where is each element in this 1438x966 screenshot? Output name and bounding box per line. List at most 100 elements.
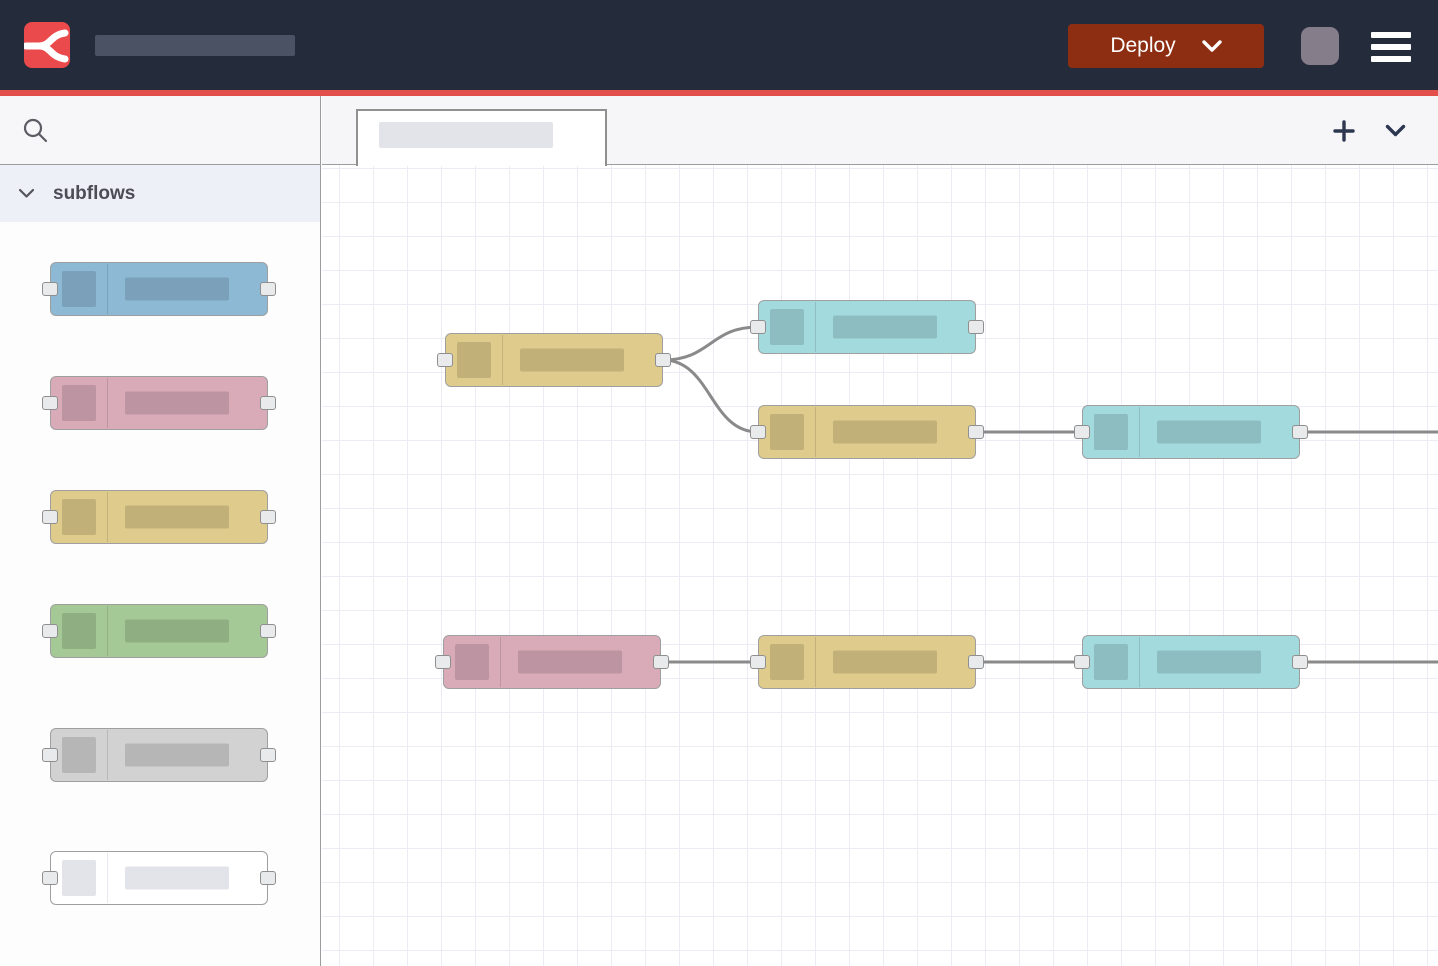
node-port-output[interactable] [260, 510, 276, 524]
palette-item-list [0, 222, 320, 966]
workspace-title-placeholder [95, 35, 295, 56]
node-icon-divider [107, 606, 108, 656]
node-port-input[interactable] [437, 353, 453, 367]
node-icon-placeholder [770, 644, 804, 680]
palette-section-subflows[interactable]: subflows [0, 165, 320, 222]
wire-layer [659, 325, 1438, 664]
node-icon-placeholder [1094, 644, 1128, 680]
deploy-button[interactable]: Deploy [1068, 24, 1264, 68]
node-icon-placeholder [457, 342, 491, 378]
node-port-input[interactable] [750, 655, 766, 669]
main-menu-button[interactable] [1371, 28, 1411, 66]
node-label-placeholder [125, 619, 229, 643]
node-icon-placeholder [62, 499, 96, 535]
node-icon-divider [107, 730, 108, 780]
flow-node-n5[interactable] [435, 635, 669, 689]
node-port-output[interactable] [260, 624, 276, 638]
flow-list-button[interactable] [1383, 122, 1408, 140]
node-icon-divider [107, 378, 108, 428]
node-port-output[interactable] [655, 353, 671, 367]
hamburger-menu-icon [1371, 56, 1411, 62]
plus-icon [1333, 119, 1355, 142]
hamburger-menu-icon [1371, 32, 1411, 38]
node-port-output[interactable] [1292, 655, 1308, 669]
deploy-label: Deploy [1110, 34, 1176, 57]
node-port-output[interactable] [260, 396, 276, 410]
flow-node-n2[interactable] [750, 300, 984, 354]
node-port-output[interactable] [260, 282, 276, 296]
node-port-input[interactable] [750, 320, 766, 334]
node-red-logo-icon [24, 29, 69, 63]
node-label-placeholder [1157, 650, 1261, 674]
node-icon-divider [815, 302, 816, 352]
node-port-input[interactable] [435, 655, 451, 669]
node-icon-placeholder [770, 414, 804, 450]
flow-node-n1[interactable] [437, 333, 671, 387]
node-icon-placeholder [62, 737, 96, 773]
subflow-node-gray[interactable] [42, 728, 276, 782]
node-icon-divider [500, 637, 501, 687]
flow-node-n4[interactable] [1074, 405, 1308, 459]
node-label-placeholder [833, 650, 937, 674]
node-port-output[interactable] [1292, 425, 1308, 439]
add-flow-button[interactable] [1331, 118, 1357, 144]
node-port-output[interactable] [968, 655, 984, 669]
subflow-node-white[interactable] [42, 851, 276, 905]
chevron-down-icon [1385, 124, 1406, 136]
subflow-node-blue[interactable] [42, 262, 276, 316]
node-port-input[interactable] [42, 396, 58, 410]
node-port-input[interactable] [1074, 425, 1090, 439]
node-icon-placeholder [62, 613, 96, 649]
node-icon-placeholder [62, 860, 96, 896]
node-icon-divider [815, 407, 816, 457]
node-port-output[interactable] [260, 871, 276, 885]
wire[interactable] [661, 325, 760, 362]
node-label-placeholder [125, 277, 229, 301]
node-port-input[interactable] [42, 624, 58, 638]
node-label-placeholder [125, 866, 229, 890]
node-port-input[interactable] [42, 871, 58, 885]
subflow-node-pink[interactable] [42, 376, 276, 430]
node-label-placeholder [125, 743, 229, 767]
node-port-input[interactable] [42, 510, 58, 524]
node-icon-divider [502, 335, 503, 385]
node-label-placeholder [833, 315, 937, 339]
node-icon-divider [107, 264, 108, 314]
node-port-output[interactable] [260, 748, 276, 762]
node-label-placeholder [833, 420, 937, 444]
node-port-output[interactable] [968, 320, 984, 334]
node-port-input[interactable] [1074, 655, 1090, 669]
subflow-node-yellow[interactable] [42, 490, 276, 544]
node-icon-placeholder [455, 644, 489, 680]
flow-node-n6[interactable] [750, 635, 984, 689]
node-port-input[interactable] [750, 425, 766, 439]
flow-tab-active[interactable] [356, 109, 607, 166]
user-avatar[interactable] [1301, 27, 1339, 65]
node-port-input[interactable] [42, 282, 58, 296]
node-icon-divider [1139, 637, 1140, 687]
node-icon-divider [107, 492, 108, 542]
node-icon-placeholder [62, 385, 96, 421]
flow-tab-bar [322, 96, 1438, 166]
node-icon-placeholder [1094, 414, 1128, 450]
flow-tab-label-placeholder [379, 122, 553, 148]
flow-node-n7[interactable] [1074, 635, 1308, 689]
subflow-node-green[interactable] [42, 604, 276, 658]
node-icon-placeholder [62, 271, 96, 307]
palette-search[interactable] [0, 96, 320, 165]
wire[interactable] [661, 358, 760, 434]
search-icon [23, 118, 48, 143]
node-palette: subflows [0, 96, 321, 966]
node-label-placeholder [125, 505, 229, 529]
node-icon-divider [1139, 407, 1140, 457]
palette-section-label: subflows [53, 182, 136, 204]
flow-canvas[interactable] [322, 165, 1438, 966]
node-red-logo [24, 22, 70, 68]
node-icon-divider [815, 637, 816, 687]
node-port-output[interactable] [968, 425, 984, 439]
node-label-placeholder [1157, 420, 1261, 444]
node-port-output[interactable] [653, 655, 669, 669]
flow-node-n3[interactable] [750, 405, 984, 459]
node-port-input[interactable] [42, 748, 58, 762]
hamburger-menu-icon [1371, 44, 1411, 50]
